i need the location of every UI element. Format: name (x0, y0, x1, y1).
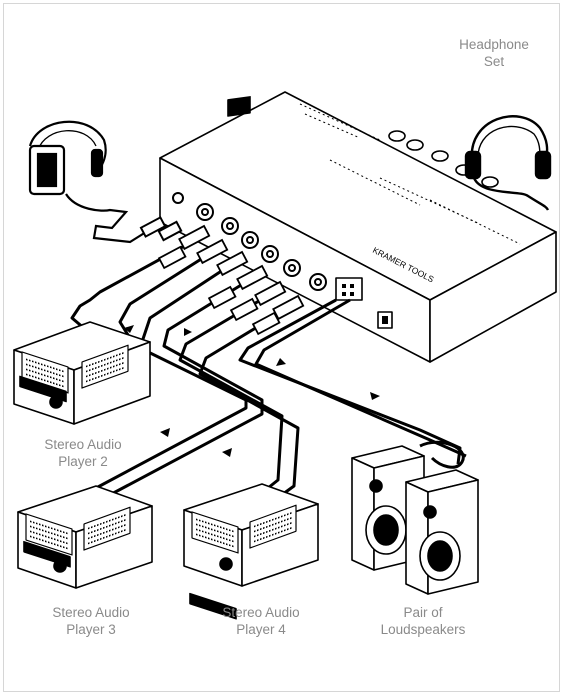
caption-line: Stereo Audio (52, 605, 130, 620)
rca-plugs (157, 224, 305, 336)
caption-player-2: Stereo Audio Player 2 (18, 436, 148, 470)
caption-loudspeakers: Pair of Loudspeakers (358, 604, 488, 638)
audio-switcher-device (159, 91, 557, 363)
speaker-cable (419, 440, 465, 469)
audio-player-4 (183, 483, 319, 620)
audio-player-3 (17, 485, 153, 589)
caption-headphone-set: Headphone Set (452, 36, 536, 70)
caption-line: Player 3 (66, 622, 116, 637)
caption-line: Stereo Audio (44, 437, 122, 452)
figure-frame (3, 3, 560, 692)
caption-line: Stereo Audio (222, 605, 300, 620)
caption-line: Pair of (403, 605, 443, 620)
audio-cables (70, 242, 467, 504)
caption-player-4: Stereo Audio Player 4 (196, 604, 326, 638)
headphone-set-left (28, 120, 147, 244)
caption-line: Loudspeakers (380, 622, 466, 637)
audio-player-2 (13, 321, 151, 425)
headphone-set (464, 115, 552, 211)
caption-line: Player 4 (236, 622, 286, 637)
caption-line: Player 2 (58, 454, 108, 469)
caption-player-3: Stereo Audio Player 3 (26, 604, 156, 638)
loudspeaker-right (405, 469, 479, 595)
caption-line: Set (483, 54, 505, 69)
caption-line: Headphone (459, 37, 529, 52)
